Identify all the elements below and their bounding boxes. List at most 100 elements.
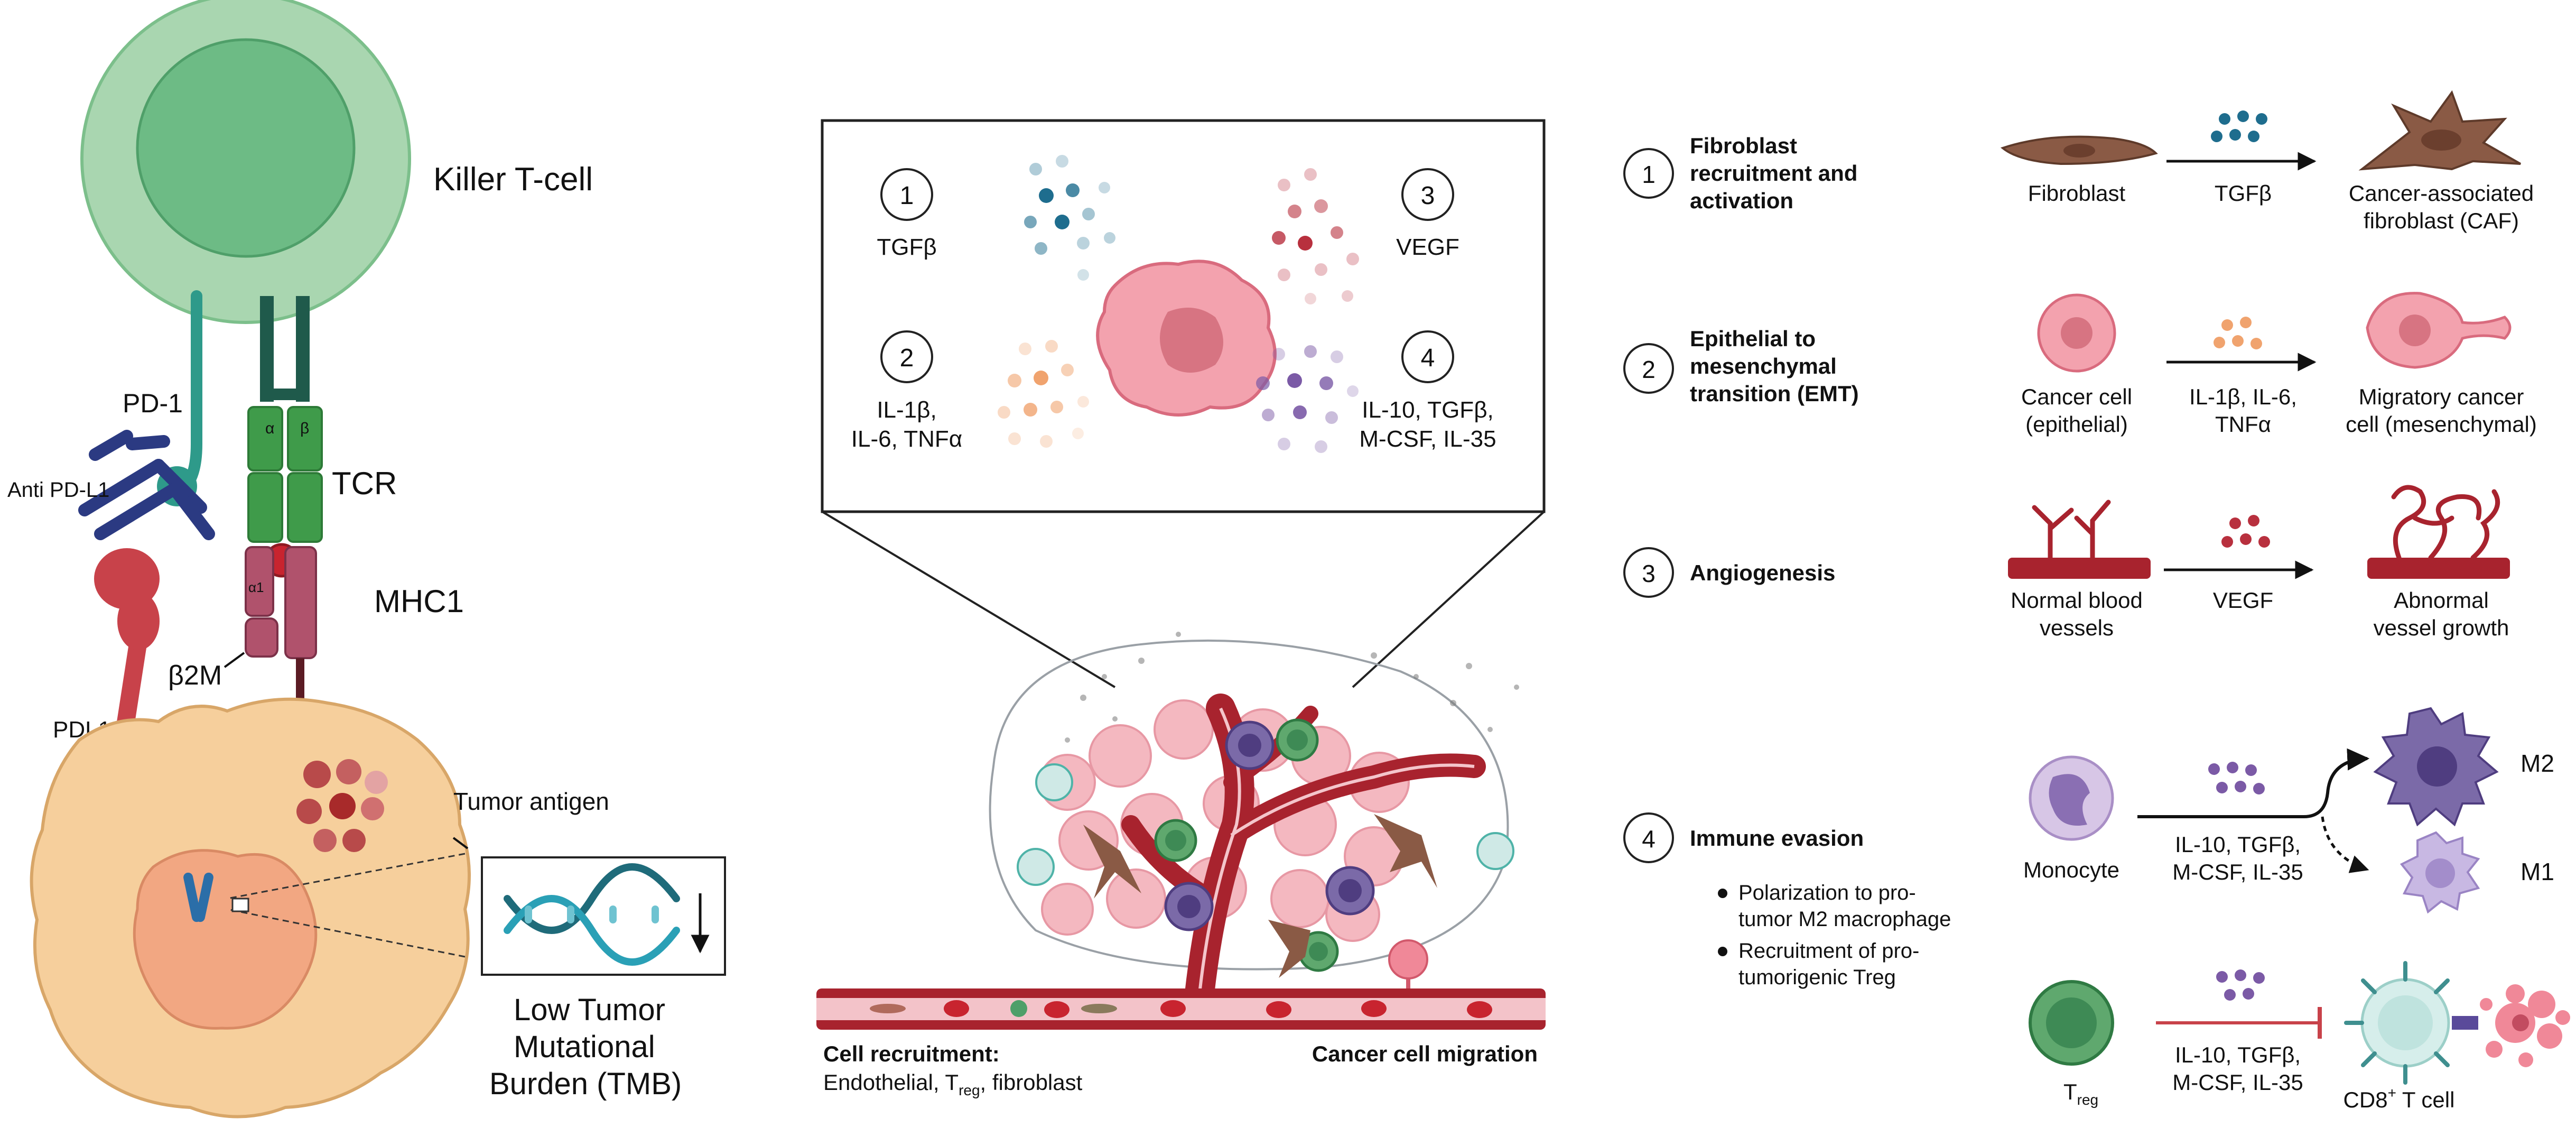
cytokine-number-3: 3 [1421, 182, 1435, 210]
abnormal-label-2: vessel growth [2374, 615, 2509, 640]
zoom-line-top [227, 853, 466, 900]
tcr-beta-label: β [300, 420, 309, 437]
mesenchymal-cancer-cell-icon [2366, 292, 2512, 369]
cytokine-item-4: 4 IL-10, TGFβ, M-CSF, IL-35 [1359, 330, 1496, 452]
tmb-line-2: Mutational [514, 1030, 655, 1064]
treg-cell-icon [1154, 718, 1339, 972]
row5-mid-label-1: IL-10, TGFβ, [2175, 1042, 2301, 1067]
cell-recruitment-text: Endothelial, Treg, fibroblast [823, 1070, 1083, 1098]
zoom-line-right [1352, 511, 1545, 688]
m1-macrophage-icon [2400, 831, 2480, 914]
tumor-antigen-pointer [452, 837, 469, 849]
tumor-microenvironment-scene [816, 632, 1546, 1030]
bullet-1-line-1: Polarization to pro- [1738, 881, 1916, 904]
cytokine-item-2: 2 IL-1β, IL-6, TNFα [851, 330, 962, 452]
bullet-1-line-2: tumor M2 macrophage [1738, 908, 1951, 931]
treg-label: Treg [2063, 1079, 2098, 1108]
cancer-cell-label-1: Cancer cell [2021, 384, 2132, 409]
step-4-line-1: Immune evasion [1690, 826, 1864, 851]
step-4: 4 Immune evasion [1623, 812, 1864, 863]
zoom-source-box [231, 898, 249, 912]
step-1-line-1: Fibroblast [1690, 133, 1797, 158]
cytokine-label-4a: IL-10, TGFβ, [1362, 397, 1493, 423]
cd8-t-cell-label: CD8+ T cell [2343, 1085, 2455, 1112]
step-1-line-3: activation [1690, 188, 1793, 213]
cytokine-label-3: VEGF [1396, 234, 1459, 260]
tmb-line-3: Burden (TMB) [489, 1067, 682, 1101]
step-3-line-1: Angiogenesis [1690, 560, 1835, 585]
bullet-2-line-1: Recruitment of pro- [1738, 939, 1919, 963]
migratory-label-1: Migratory cancer [2359, 384, 2524, 409]
left-panel: Killer T-cell PD-1 Anti PD-L1 PDL1 [7, 0, 726, 1119]
row5-il10-dots-icon [2216, 969, 2265, 1001]
tcr-receptor-icon [247, 296, 323, 543]
anti-pdl1-label: Anti PD-L1 [7, 478, 109, 502]
right-panel: 1 Fibroblast recruitment and activation … [1623, 90, 2570, 1112]
tumor-cell-icon [30, 697, 471, 1119]
abnormal-label-1: Abnormal [2394, 588, 2489, 613]
row2-mid-label-2: TNFα [2215, 412, 2271, 437]
monocyte-label: Monocyte [2023, 857, 2119, 882]
row-treg: Treg IL-10, TGFβ, M-CSF, IL-35 [2029, 961, 2570, 1112]
tumor-antigen-cluster-icon [296, 759, 388, 852]
tcr-label: TCR [332, 466, 397, 501]
macrophage-cell-icon [1164, 720, 1375, 931]
normal-vessels-label-2: vessels [2040, 615, 2114, 640]
cytokine-label-2b: IL-6, TNFα [851, 426, 962, 452]
m2-macrophage-icon [2373, 707, 2499, 827]
cell-recruitment-title: Cell recruitment: [823, 1041, 1000, 1066]
tumor-antigen-label: Tumor antigen [453, 788, 609, 815]
zoom-line-bottom [227, 908, 466, 958]
cytokine-label-4b: M-CSF, IL-35 [1359, 426, 1496, 452]
caf-label-2: fibroblast (CAF) [2364, 208, 2519, 233]
normal-vessels-label-1: Normal blood [2011, 588, 2143, 613]
row-monocyte: Monocyte IL-10, TGFβ, M-CSF, IL-35 M2 M1 [2023, 707, 2554, 914]
dying-cancer-cell-icon [2480, 984, 2570, 1067]
cd8-t-cell-icon [1017, 763, 1514, 886]
cancer-cell-label-2: (epithelial) [2025, 412, 2128, 437]
cytokine-item-1: 1 TGFβ [877, 168, 937, 260]
step-number-1: 1 [1642, 161, 1656, 188]
killer-t-cell-icon [80, 0, 411, 324]
step-1: 1 Fibroblast recruitment and activation [1623, 133, 1857, 213]
m2-label: M2 [2521, 750, 2554, 777]
row-emt: Cancer cell (epithelial) IL-1β, IL-6, TN… [2021, 292, 2537, 437]
vegf-dots-icon [1272, 168, 1359, 304]
step-1-line-2: recruitment and [1690, 161, 1857, 186]
cytokine-label-2a: IL-1β, [877, 397, 936, 423]
row-angiogenesis: Normal blood vessels VEGF Abnormal vesse… [2008, 485, 2510, 640]
caf-label-1: Cancer-associated [2349, 181, 2534, 206]
caf-fibroblast-icon [1083, 814, 1437, 978]
abnormal-vessel-icon [2367, 558, 2510, 579]
row3-vegf-dots-icon [2221, 515, 2270, 548]
m1-dashed-arrow [2321, 816, 2369, 873]
m2-arrow [2137, 748, 2370, 818]
cytokine-number-4: 4 [1421, 344, 1435, 372]
cancer-cell-migration-label: Cancer cell migration [1312, 1041, 1538, 1066]
step-number-3: 3 [1642, 560, 1656, 587]
middle-panel: 1 TGFβ 2 IL-1β, IL-6, TNFα 3 VEGF 4 IL-1… [816, 119, 1546, 1098]
migratory-label-2: cell (mesenchymal) [2346, 412, 2537, 437]
row4-il10-dots-icon [2208, 762, 2265, 794]
tgfb-dots-icon [1024, 155, 1115, 281]
tmb-line-1: Low Tumor [514, 993, 665, 1027]
cytokine-number-2: 2 [900, 344, 914, 372]
immune-evasion-bullets: Polarization to pro- tumor M2 macrophage… [1718, 881, 1951, 989]
row1-mid-label: TGFβ [2215, 181, 2272, 206]
row-fibroblast: Fibroblast TGFβ Cancer-associated fibrob… [2000, 90, 2534, 233]
il1-dots-icon [998, 340, 1089, 448]
step-number-2: 2 [1642, 356, 1656, 383]
row5-mid-label-2: M-CSF, IL-35 [2172, 1070, 2303, 1095]
cytokine-label-1: TGFβ [877, 234, 936, 260]
b2m-pointer [224, 652, 245, 668]
row4-mid-label-2: M-CSF, IL-35 [2172, 860, 2303, 884]
b2m-label: β2M [168, 660, 222, 691]
pd1-label: PD-1 [123, 389, 183, 418]
chromosome-icon [183, 872, 213, 922]
mhc1-complex-icon [245, 546, 317, 756]
step-2-line-3: transition (EMT) [1690, 381, 1859, 406]
step-2-line-1: Epithelial to [1690, 326, 1816, 351]
step-2: 2 Epithelial to mesenchymal transition (… [1623, 326, 1859, 406]
anti-pdl1-antibody-icon [78, 430, 215, 540]
